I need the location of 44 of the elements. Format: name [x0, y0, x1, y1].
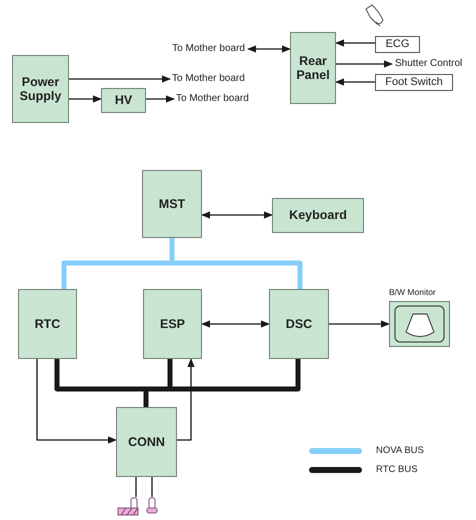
block-label: CONN — [128, 434, 165, 450]
block-box — [272, 198, 364, 233]
arrow — [335, 78, 375, 86]
arrow — [335, 39, 375, 47]
block-box — [269, 289, 329, 359]
block-box — [101, 88, 146, 113]
block-label: ESP — [160, 316, 185, 332]
destination-label: To Mother board — [163, 43, 245, 55]
arrow — [201, 320, 270, 328]
block-label: RTC — [34, 316, 60, 332]
probe-drawing — [146, 497, 158, 514]
arrow — [201, 211, 273, 219]
legend-label: NOVA BUS — [376, 445, 424, 457]
arrow — [329, 320, 390, 328]
block-label: DSC — [286, 316, 312, 332]
probe-drawing — [117, 497, 139, 516]
block-label: Power Supply — [18, 74, 62, 104]
arrow — [69, 75, 171, 83]
destination-label: Shutter Control — [395, 58, 475, 70]
block-box — [375, 36, 420, 53]
block-label: Foot Switch — [385, 76, 443, 89]
monitor-caption: B/W Monitor — [389, 286, 436, 298]
block-box — [12, 55, 69, 123]
block-label: Keyboard — [289, 208, 347, 223]
block-box — [375, 74, 453, 91]
block-box — [143, 289, 202, 359]
block-box — [18, 289, 77, 359]
arrow — [336, 60, 393, 68]
arrow — [146, 95, 175, 103]
monitor-drawing — [389, 301, 450, 347]
block-label: MST — [158, 196, 186, 212]
destination-label: To Mother board — [172, 73, 277, 85]
arrow — [247, 45, 291, 53]
arrow — [177, 358, 195, 441]
block-label: ECG — [386, 38, 410, 51]
block-label: HV — [114, 93, 132, 108]
legend-label: RTC BUS — [376, 464, 418, 476]
arrow — [36, 359, 117, 444]
arrow — [69, 95, 102, 103]
block-box — [142, 170, 202, 238]
destination-label: To Mother board — [176, 93, 281, 105]
block-box — [290, 32, 336, 104]
block-label: Rear Panel — [295, 54, 331, 82]
block-box — [116, 407, 177, 477]
